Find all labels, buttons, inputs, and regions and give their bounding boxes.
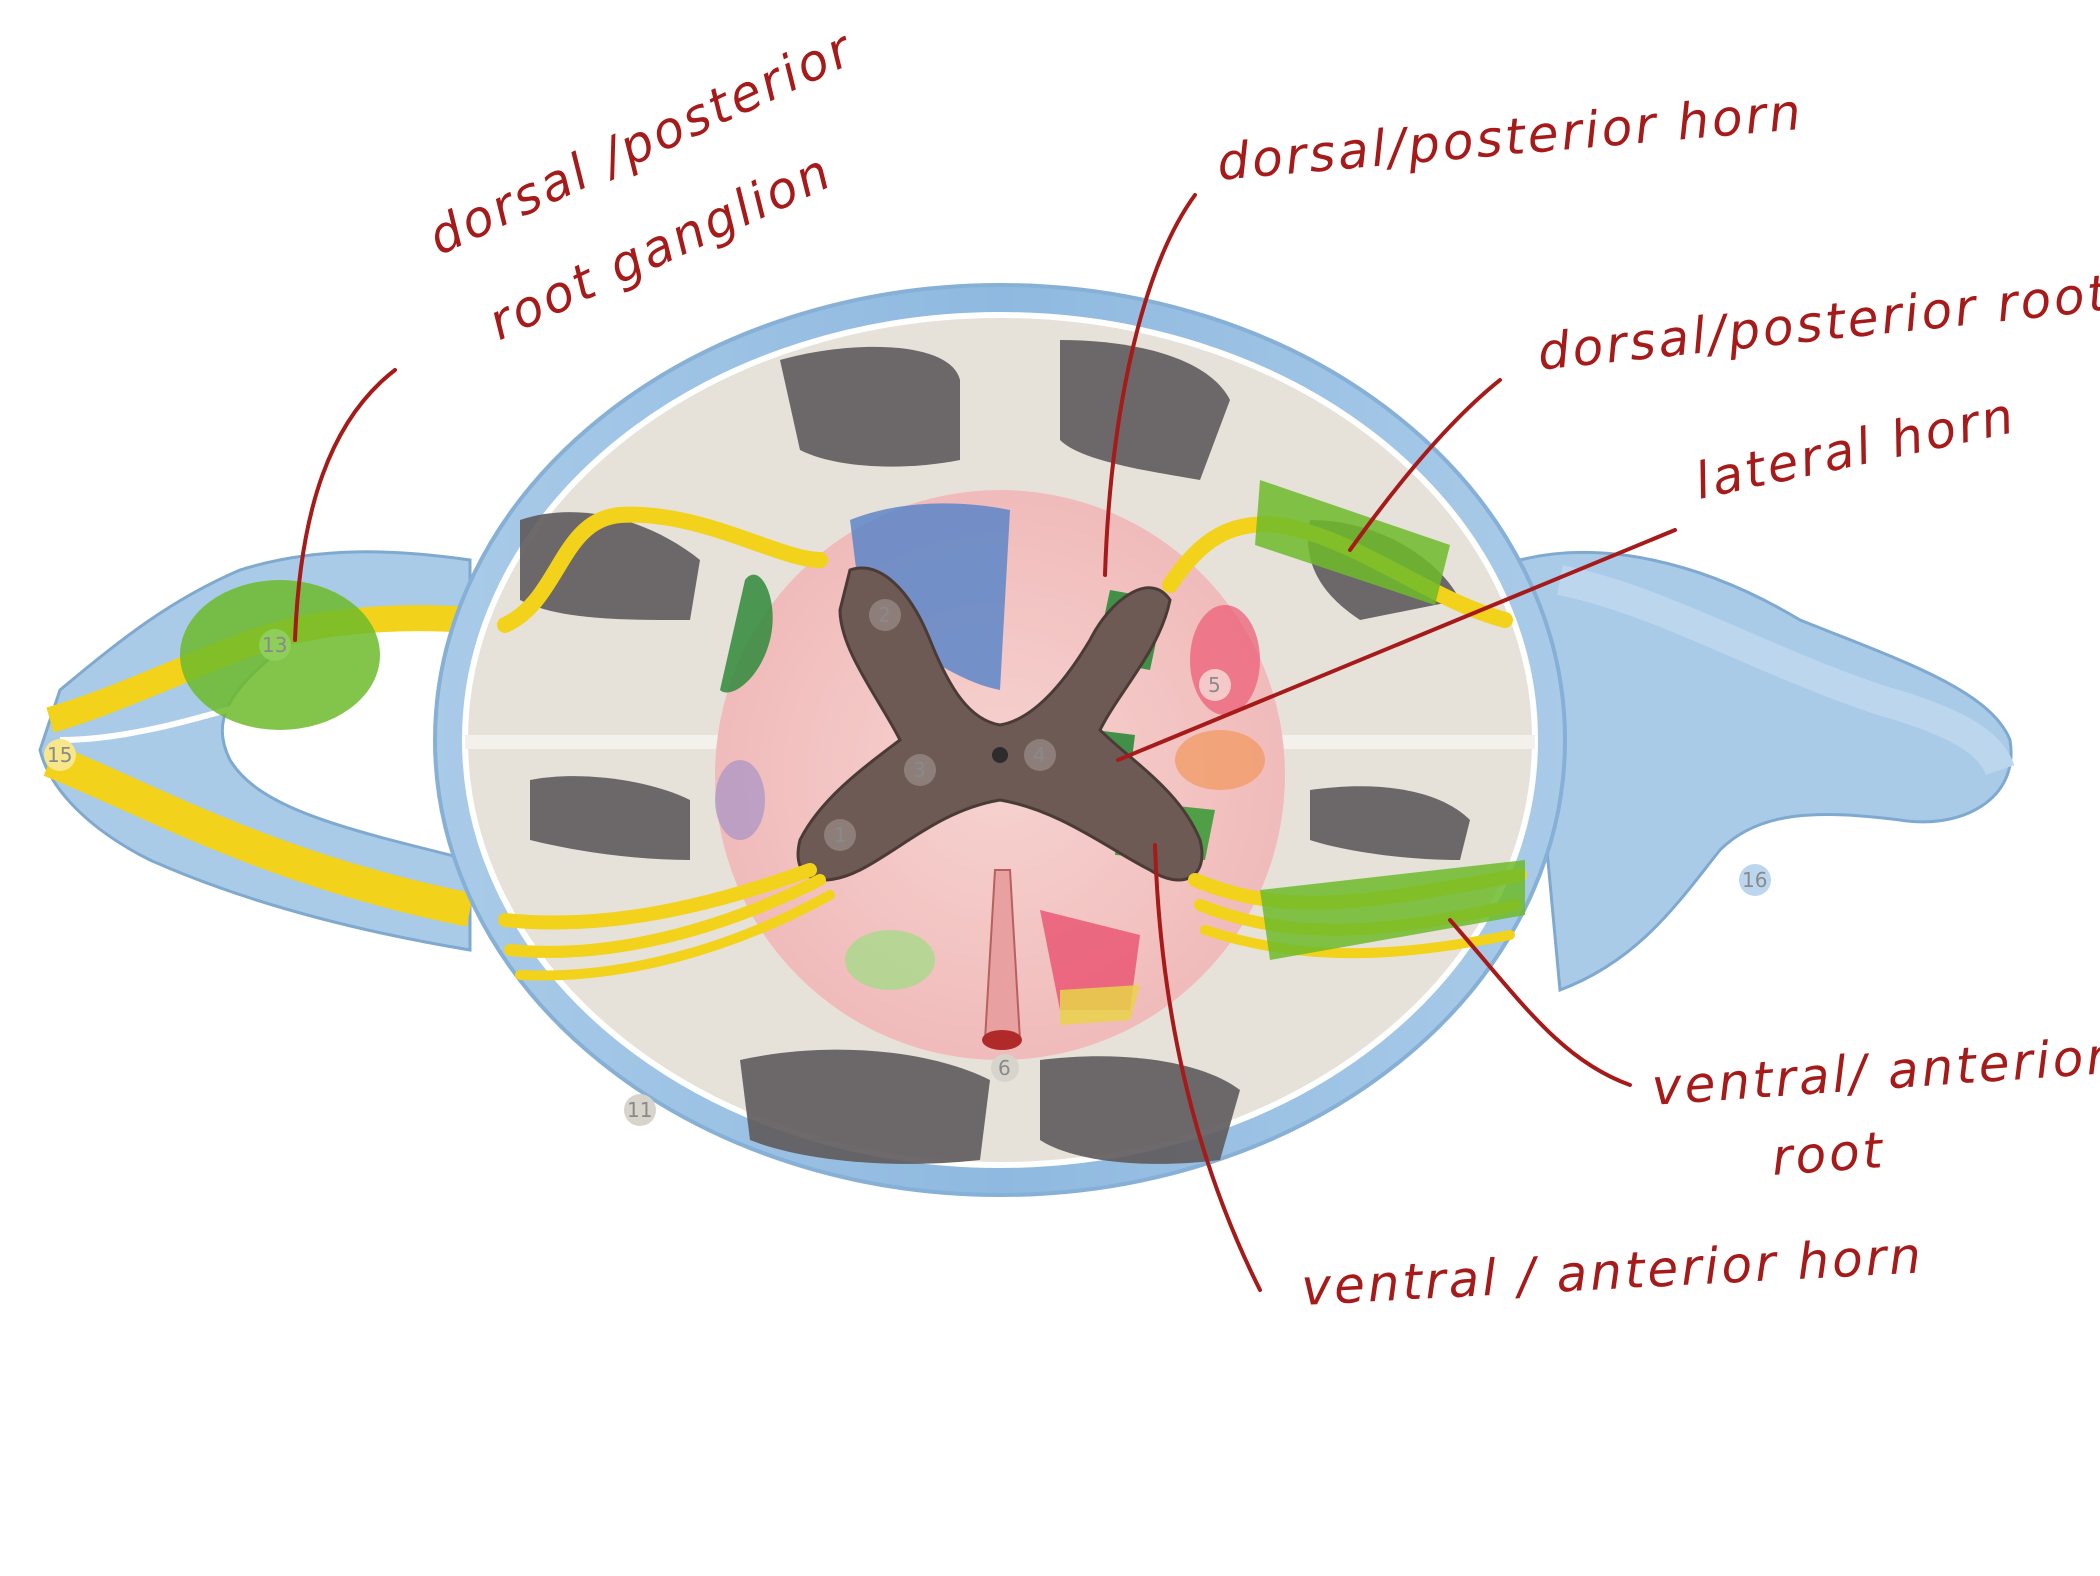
left-spinal-nerve [38,550,474,952]
ventral-root-highlight [1260,860,1525,960]
central-canal [992,747,1008,763]
leader-lines [293,193,1677,1292]
leader-drg [293,368,397,642]
model-number-5: 5 [1208,673,1221,697]
dorsal-root-highlight [1255,480,1450,605]
model-number-6: 6 [998,1056,1011,1080]
model-number-11: 11 [627,1098,652,1122]
model-number-13: 13 [262,633,287,657]
model-number-16: 16 [1742,868,1767,892]
leader-ventral-root [1448,918,1632,1087]
label-ventral-root-line2: root [1769,1121,1888,1187]
model-number-markers: 2 3 4 1 5 6 11 13 15 16 [44,599,1771,1126]
model-number-1: 1 [834,823,847,847]
leader-lateral-horn [1116,528,1677,762]
model-number-2: 2 [878,603,891,627]
right-spinal-nerve [1518,551,2015,993]
model-number-15: 15 [47,743,72,767]
grey-matter [796,566,1204,882]
leader-ventral-horn [1153,843,1262,1292]
leader-dorsal-root [1348,378,1502,552]
leader-dorsal-horn [1103,193,1197,577]
model-number-4: 4 [1033,743,1046,767]
model-number-3: 3 [913,758,926,782]
